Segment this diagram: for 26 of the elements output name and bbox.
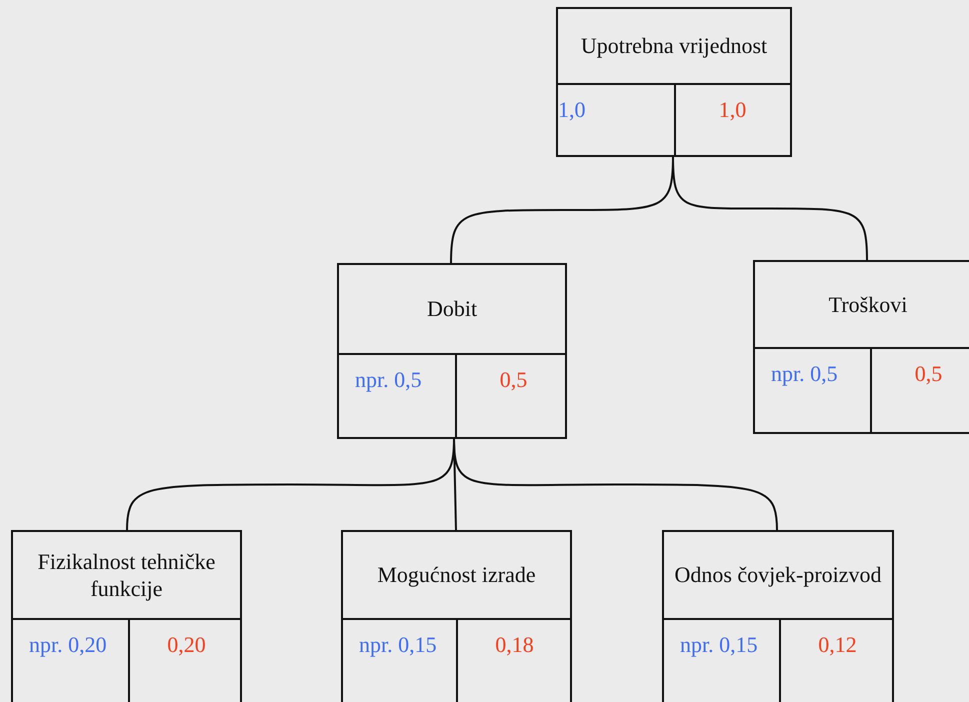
weight-value: 0,20 [166, 632, 207, 658]
weight-value: npr. 0,15 [359, 632, 437, 658]
weight-box [341, 530, 572, 702]
weight-value: 0,12 [817, 632, 858, 658]
connector-line [672, 156, 868, 260]
weight-value: 0,5 [914, 361, 944, 387]
weight-value: npr. 0,20 [29, 632, 107, 658]
node-title: Dobit [339, 265, 565, 355]
node-title: Odnos čovjek-proizvod [664, 532, 892, 620]
weight-box [753, 260, 969, 434]
weight-value: npr. 0,15 [680, 632, 758, 658]
weight-value: npr. 0,5 [355, 367, 422, 393]
node-title: Mogućnost izrade [343, 532, 570, 620]
weight-box [556, 7, 792, 157]
weight-box [11, 530, 242, 702]
weight-value: 0,5 [498, 367, 528, 393]
weight-value: 0,18 [494, 632, 535, 658]
weight-value: 1,0 [558, 97, 586, 123]
weight-box [662, 530, 894, 702]
node-title: Troškovi [755, 262, 969, 349]
connector-line [453, 438, 778, 530]
node-title: Upotrebna vrijednost [558, 9, 790, 85]
weight-box [337, 263, 567, 439]
weight-value: npr. 0,5 [771, 361, 838, 387]
weight-value: 1,0 [718, 97, 748, 123]
node-title: Fizikalnost tehničke funkcije [13, 532, 240, 620]
